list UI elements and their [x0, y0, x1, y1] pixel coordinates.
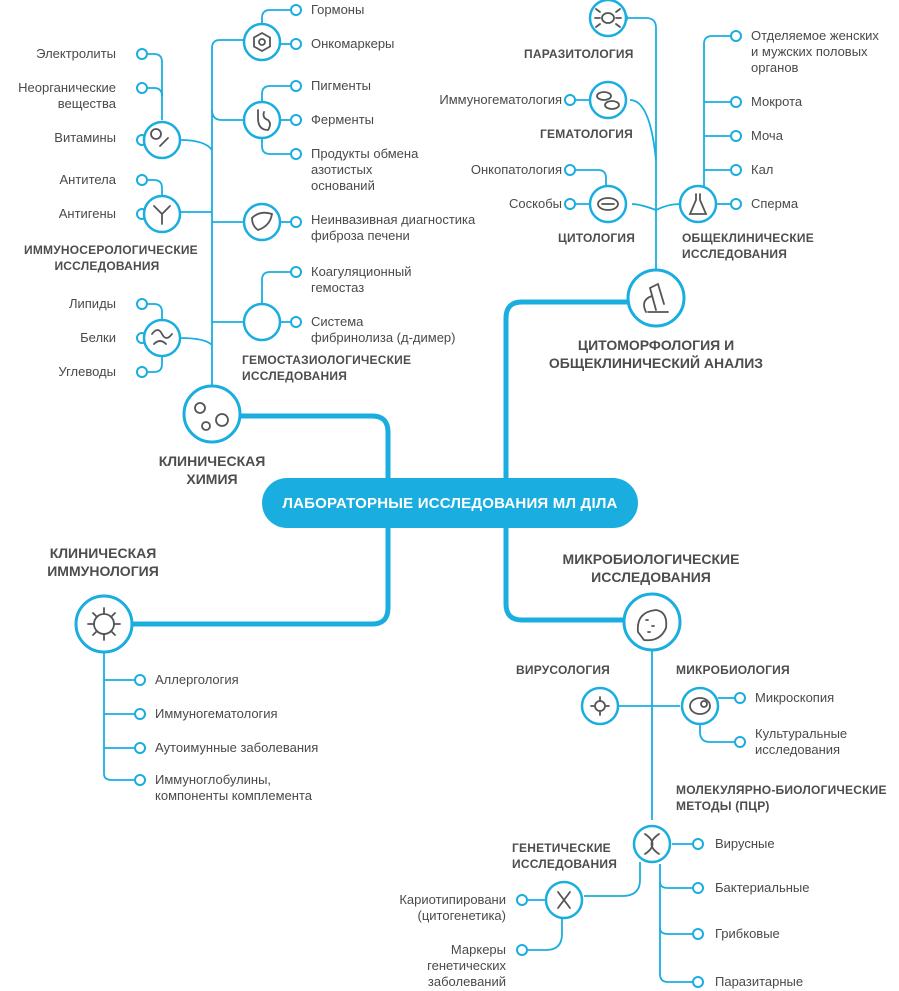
label-lipids: Липиды [68, 296, 116, 311]
cytomorphology-title: ЦИТОМОРФОЛОГИЯ И ОБЩЕКЛИНИЧЕСКИЙ АНАЛИЗ [548, 337, 764, 371]
label-immunoglobulins: Иммуноглобулины, компоненты комплемента [155, 772, 313, 803]
stomach-icon [242, 100, 282, 140]
immunology-title: КЛИНИЧЕСКАЯ ИММУНОЛОГИЯ [47, 545, 159, 579]
label-genetic-markers: Маркеры генетических заболеваний [427, 942, 506, 989]
trunk-cytomorphology [503, 299, 631, 481]
label-vitamins: Витамины [54, 130, 116, 145]
label-carbohydrates: Углеводы [58, 364, 116, 379]
virus-small-icon [580, 686, 620, 726]
trunk-chemistry [229, 413, 391, 481]
center-topic: ЛАБОРАТОРНЫЕ ИССЛЕДОВАНИЯ МЛ ДІЛА [262, 478, 638, 528]
bacteria-icon [622, 592, 682, 652]
label-parasitic: Паразитарные [715, 974, 804, 989]
label-sperm: Сперма [751, 196, 799, 211]
label-microscopy: Микроскопия [755, 690, 835, 705]
parasitology-title: ПАРАЗИТОЛОГИЯ [524, 47, 634, 61]
blood-clot-icon [242, 302, 282, 342]
label-fibrinolysis: Система фибринолиза (д-димер) [311, 314, 456, 345]
label-immuno-hematology: Иммуногематология [155, 706, 278, 721]
label-oncomarkers: Онкомаркеры [311, 36, 395, 51]
label-urine: Моча [751, 128, 783, 143]
label-hormones: Гормоны [311, 2, 365, 17]
label-pigments: Пигменты [311, 78, 371, 93]
bacteria-cell-icon [680, 686, 720, 726]
label-immunohematology: Иммуногематология [439, 92, 562, 107]
clinical-chemistry-title: КЛИНИЧЕСКАЯ ХИМИЯ [158, 453, 266, 487]
molecule-icon [142, 318, 182, 358]
label-bacterial: Бактериальные [715, 880, 810, 895]
parasite-icon [588, 0, 628, 38]
hormone-icon [242, 22, 282, 62]
microbiology-title: МИКРОБИОЛОГИЧЕСКИЕ ИССЛЕДОВАНИЯ [562, 551, 740, 585]
microbiology-sub-title: МИКРОБИОЛОГИЯ [676, 663, 790, 677]
label-oncopathology: Онкопатология [470, 162, 562, 177]
label-allergology: Аллергология [155, 672, 239, 687]
hematology-title: ГЕМАТОЛОГИЯ [540, 127, 633, 141]
label-feces: Кал [751, 162, 774, 177]
label-karyotyping: Кариотипировани (цитогенетика) [399, 892, 506, 923]
label-proteins: Белки [80, 330, 116, 345]
cytology-title: ЦИТОЛОГИЯ [558, 231, 636, 245]
virus-icon [74, 594, 134, 654]
label-fungal: Грибковые [715, 926, 780, 941]
general-clinical-title: ОБЩЕКЛИНИЧЕСКИЕ ИССЛЕДОВАНИЯ [682, 231, 814, 261]
label-autoimmune: Аутоимунные заболевания [155, 740, 319, 755]
flask-icon [678, 184, 718, 224]
label-nitrogen-products: Продукты обмена азотистых оснований [311, 146, 419, 193]
label-scrapings: Соскобы [509, 196, 562, 211]
pills-icon [142, 120, 182, 160]
label-enzymes: Ферменты [311, 112, 374, 127]
label-liver-fibrosis: Неинвазивная диагностика фиброза печени [311, 212, 476, 243]
genetic-title: ГЕНЕТИЧЕСКИЕ ИССЛЕДОВАНИЯ [512, 841, 618, 871]
label-viral: Вирусные [715, 836, 775, 851]
hemostasis-title: ГЕМОСТАЗИОЛОГИЧЕСКИЕ ИССЛЕДОВАНИЯ [242, 353, 412, 383]
liver-icon [242, 202, 282, 242]
chemistry-node-icon [182, 384, 242, 444]
microscope-icon [626, 268, 686, 328]
label-electrolytes: Электролиты [36, 46, 116, 61]
label-antigens: Антигены [58, 206, 116, 221]
label-genital-discharge: Отделяемое женских и мужских половых орг… [751, 28, 879, 75]
label-antibodies: Антитела [59, 172, 117, 187]
trunk-immunology [127, 525, 391, 627]
label-culture: Культуральные исследования [755, 726, 848, 757]
virology-title: ВИРУСОЛОГИЯ [516, 663, 611, 677]
pcr-title: МОЛЕКУЛЯРНО-БИОЛОГИЧЕСКИЕ МЕТОДЫ (ПЦР) [676, 783, 887, 813]
label-inorganic: Неорганические вещества [18, 80, 116, 111]
label-sputum: Мокрота [751, 94, 803, 109]
label-coagulation: Коагуляционный гемостаз [311, 264, 412, 295]
immunosero-title: ИММУНОСЕРОЛОГИЧЕСКИЕ ИССЛЕДОВАНИЯ [24, 243, 198, 273]
trunk-microbiology [503, 525, 627, 623]
